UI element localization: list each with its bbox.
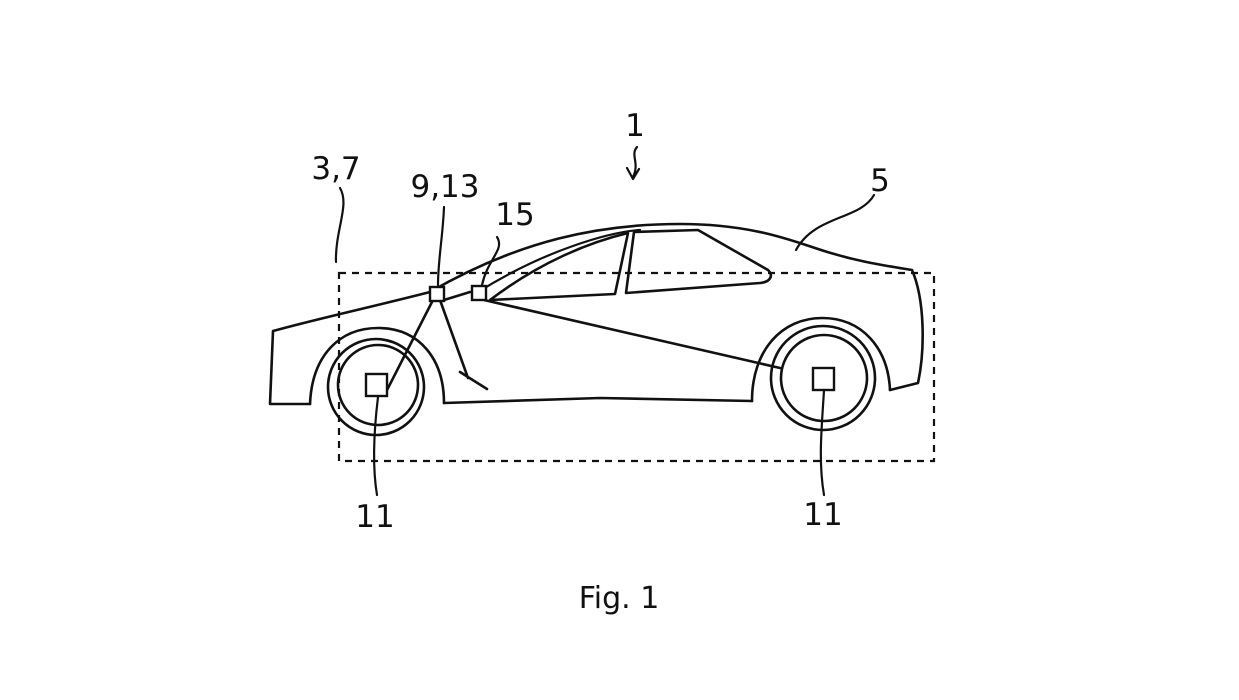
label-wheel-front: 11 <box>355 499 394 535</box>
label-sensor: 15 <box>495 197 534 233</box>
sensor-15-box <box>470 284 488 302</box>
leader-11-front <box>372 395 380 497</box>
unit-9-13-box <box>428 285 446 303</box>
rear-wheel-arch <box>750 316 892 403</box>
figure-caption: Fig. 1 <box>579 581 660 616</box>
link-unit-sensor <box>442 290 472 302</box>
leader-9-13 <box>436 205 446 287</box>
leader-11-rear <box>819 388 826 497</box>
leader-5 <box>794 193 876 252</box>
front-wheel-rim <box>336 343 420 427</box>
rear-wheel-rim <box>779 333 869 423</box>
car-hood <box>268 290 432 406</box>
label-vehicle: 1 <box>625 108 645 144</box>
link-sensor-rear-wheel <box>482 298 782 370</box>
rear-side-window <box>624 228 773 295</box>
front-wheel-arch <box>308 326 446 406</box>
label-wheel-rear: 11 <box>803 497 842 533</box>
label-system: 3,7 <box>311 151 360 187</box>
label-unit: 9,13 <box>410 169 479 205</box>
label-body: 5 <box>870 163 890 199</box>
link-unit-interior <box>438 298 489 391</box>
front-side-window <box>488 231 630 302</box>
leader-15 <box>480 235 500 287</box>
leader-1-arrow <box>625 145 641 181</box>
front-wheel-box <box>364 372 389 398</box>
car-body-outline <box>428 222 924 392</box>
rear-wheel-tire <box>769 324 877 432</box>
link-unit-front-wheel <box>384 298 435 394</box>
leader-3-7 <box>334 186 345 264</box>
front-wheel-tire <box>326 337 426 437</box>
car-sill <box>442 396 754 405</box>
rear-wheel-box <box>811 366 836 392</box>
system-boundary-box <box>337 271 936 463</box>
windshield-line <box>476 228 642 294</box>
